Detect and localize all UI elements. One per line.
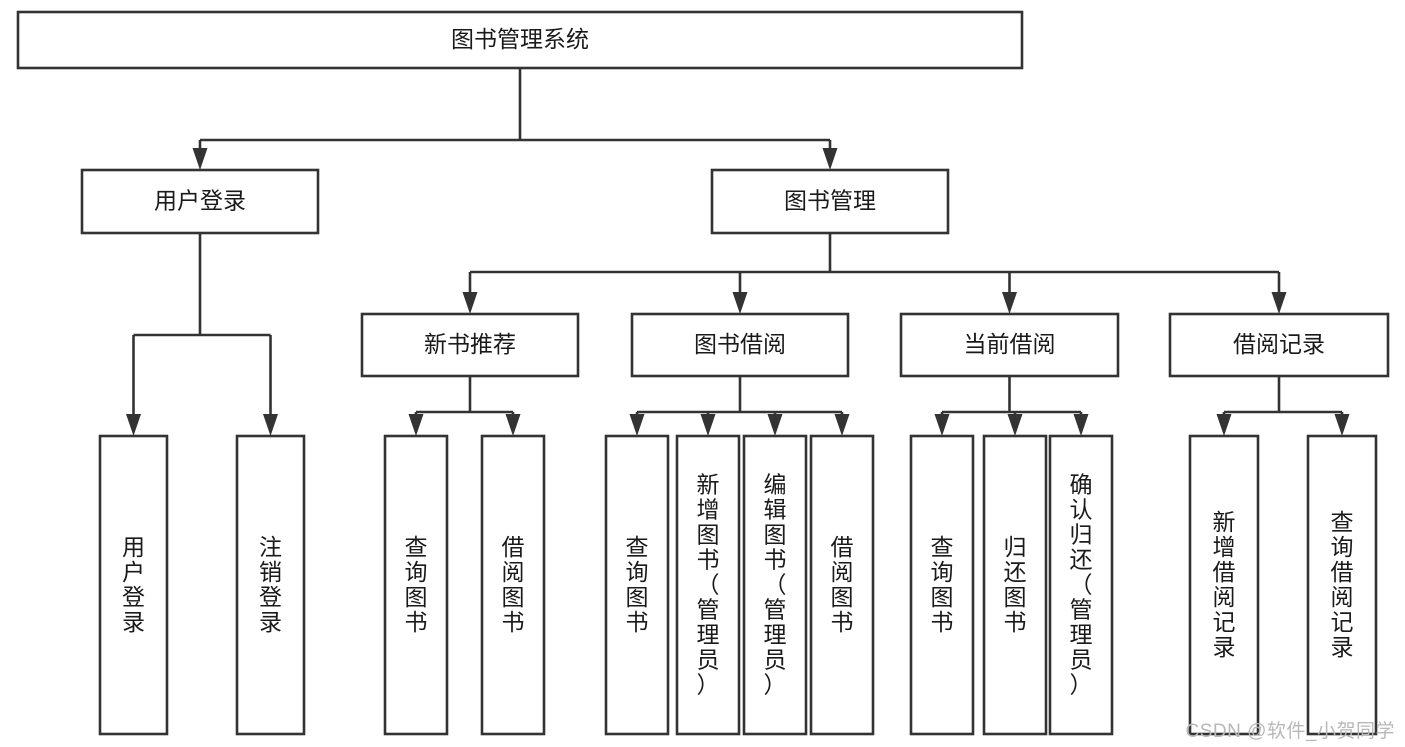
arrow-head-icon — [1073, 414, 1089, 436]
arrow-head-icon — [462, 292, 478, 314]
leaf-node-新增图书管理员[interactable]: 新增图书（管理员） — [675, 434, 741, 736]
leaf-label: 编辑图书（管理员） — [764, 472, 787, 698]
node-box — [16, 10, 1024, 70]
leaf-label: 查询图书 — [626, 534, 649, 635]
arrow-head-icon — [767, 414, 783, 436]
leaf-label: 借阅图书 — [831, 534, 854, 635]
leaf-node-确认归还管理员[interactable]: 确认归还（管理员） — [1048, 434, 1114, 736]
node-label: 新书推荐 — [424, 331, 516, 357]
leaf-label: 新增借阅记录 — [1213, 509, 1236, 660]
connectors-layer — [126, 68, 1350, 436]
node-box — [98, 434, 169, 736]
leaf-node-用户登录[interactable]: 用户登录 — [98, 434, 169, 736]
watermark-text: CSDN @软件_小贺同学 — [1185, 721, 1395, 742]
node-box — [710, 168, 950, 235]
node-label: 图书借阅 — [694, 331, 786, 357]
node-box — [899, 312, 1120, 378]
leaf-node-查询图书[interactable]: 查询图书 — [604, 434, 670, 736]
node-label: 借阅记录 — [1233, 331, 1325, 357]
leaf-label: 查询图书 — [405, 534, 428, 635]
leaf-node-查询图书[interactable]: 查询图书 — [383, 434, 449, 736]
leaf-node-查询图书[interactable]: 查询图书 — [909, 434, 975, 736]
leaf-label: 注销登录 — [259, 534, 282, 635]
node-label: 图书管理系统 — [451, 26, 589, 52]
level2-node-用户登录[interactable]: 用户登录 — [80, 168, 320, 235]
node-box — [383, 434, 449, 736]
arrow-head-icon — [505, 414, 521, 436]
node-box — [604, 434, 670, 736]
leaf-node-归还图书[interactable]: 归还图书 — [982, 434, 1048, 736]
node-box — [742, 434, 808, 736]
node-box — [235, 434, 306, 736]
arrow-head-icon — [732, 292, 748, 314]
arrow-head-icon — [1216, 414, 1232, 436]
leaf-node-借阅图书[interactable]: 借阅图书 — [480, 434, 546, 736]
node-box — [1168, 312, 1390, 378]
arrow-head-icon — [629, 414, 645, 436]
arrow-head-icon — [700, 414, 716, 436]
arrow-head-icon — [822, 148, 838, 170]
leaf-node-借阅图书[interactable]: 借阅图书 — [809, 434, 875, 736]
level3-node-新书推荐[interactable]: 新书推荐 — [360, 312, 580, 378]
arrow-head-icon — [834, 414, 850, 436]
leaf-node-编辑图书管理员[interactable]: 编辑图书（管理员） — [742, 434, 808, 736]
level3-node-图书借阅[interactable]: 图书借阅 — [630, 312, 850, 378]
node-box — [982, 434, 1048, 736]
arrow-head-icon — [934, 414, 950, 436]
arrow-head-icon — [263, 414, 278, 436]
node-label: 当前借阅 — [964, 331, 1056, 357]
node-box — [675, 434, 741, 736]
arrow-head-icon — [1007, 414, 1023, 436]
node-box — [909, 434, 975, 736]
leaf-label: 归还图书 — [1004, 534, 1027, 635]
node-box — [630, 312, 850, 378]
leaf-label: 用户登录 — [122, 534, 145, 635]
arrow-head-icon — [1271, 292, 1287, 314]
node-label: 图书管理 — [784, 188, 876, 214]
arrow-head-icon — [192, 148, 208, 170]
leaf-node-查询借阅记录[interactable]: 查询借阅记录 — [1306, 434, 1378, 736]
leaf-label: 新增图书（管理员） — [697, 472, 720, 698]
node-box — [80, 168, 320, 235]
boxes-layer: 图书管理系统用户登录图书管理新书推荐图书借阅当前借阅借阅记录用户登录注销登录查询… — [16, 10, 1390, 736]
node-box — [1306, 434, 1378, 736]
root-node-图书管理系统[interactable]: 图书管理系统 — [16, 10, 1024, 70]
node-box — [809, 434, 875, 736]
arrow-head-icon — [1334, 414, 1350, 436]
node-label: 用户登录 — [154, 188, 246, 214]
level3-node-当前借阅[interactable]: 当前借阅 — [899, 312, 1120, 378]
leaf-label: 查询借阅记录 — [1331, 509, 1354, 660]
leaf-label: 查询图书 — [931, 534, 954, 635]
leaf-label: 确认归还（管理员） — [1070, 472, 1093, 698]
node-box — [1048, 434, 1114, 736]
leaf-node-注销登录[interactable]: 注销登录 — [235, 434, 306, 736]
level2-node-图书管理[interactable]: 图书管理 — [710, 168, 950, 235]
arrow-head-icon — [1002, 292, 1017, 314]
node-box — [1188, 434, 1260, 736]
leaf-node-新增借阅记录[interactable]: 新增借阅记录 — [1188, 434, 1260, 736]
level3-node-借阅记录[interactable]: 借阅记录 — [1168, 312, 1390, 378]
node-box — [360, 312, 580, 378]
arrow-head-icon — [408, 414, 424, 436]
leaf-label: 借阅图书 — [502, 534, 525, 635]
arrow-head-icon — [126, 414, 141, 436]
node-box — [480, 434, 546, 736]
